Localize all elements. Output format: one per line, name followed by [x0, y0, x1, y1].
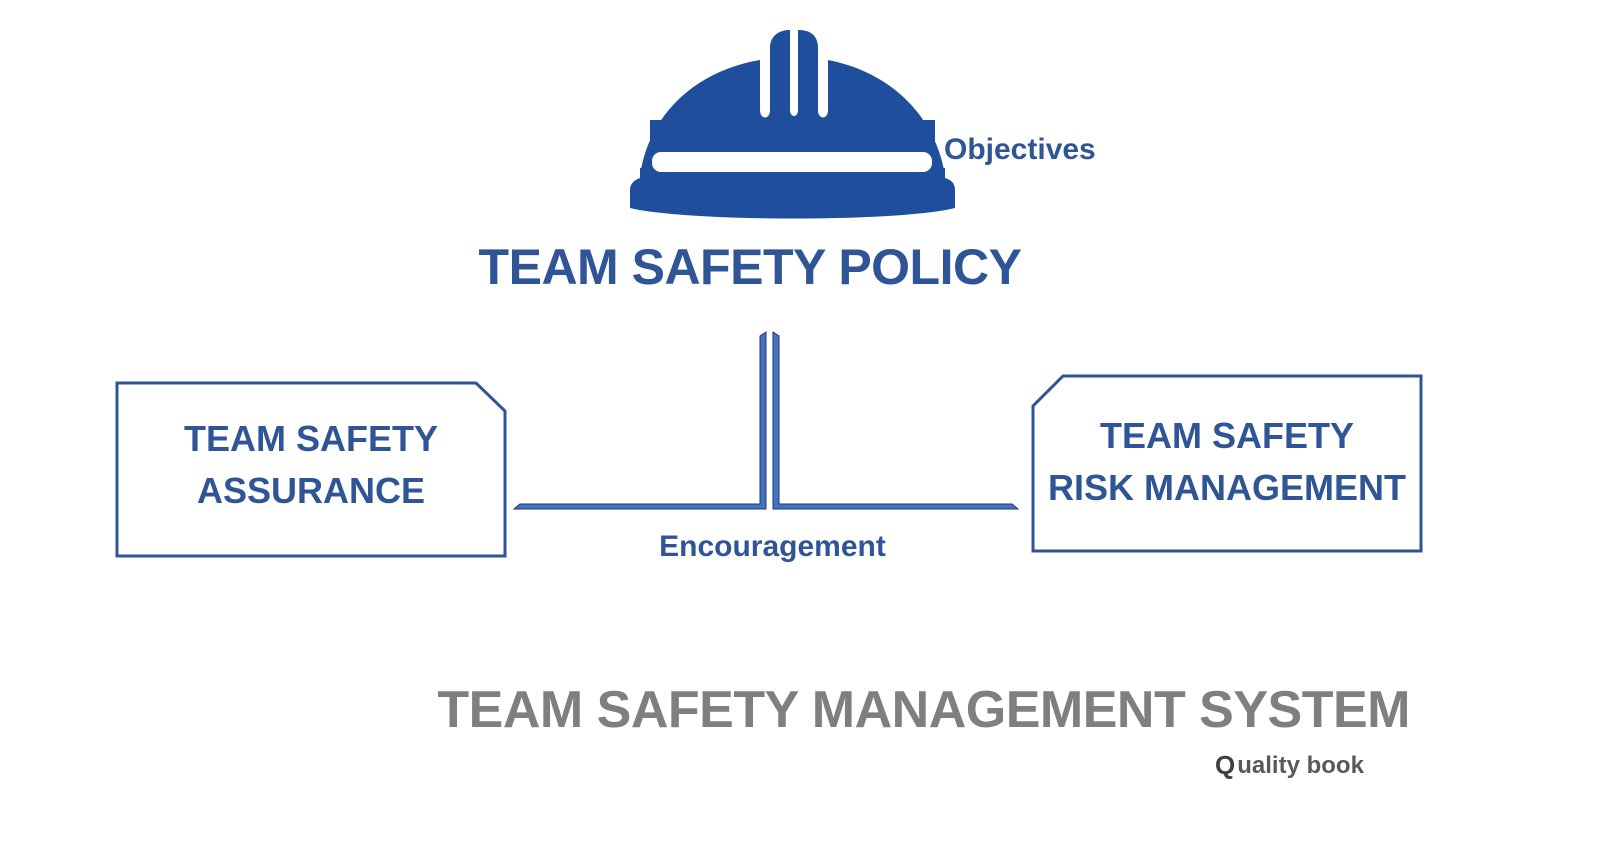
system-title: TEAM SAFETY MANAGEMENT SYSTEM — [437, 681, 1410, 739]
brand-text: uality book — [1237, 751, 1364, 779]
assurance-box: TEAM SAFETY ASSURANCE — [117, 413, 505, 517]
objectives-label: Objectives — [944, 133, 1096, 166]
risk-management-box-line2: RISK MANAGEMENT — [1048, 467, 1406, 508]
policy-title: TEAM SAFETY POLICY — [478, 239, 1022, 295]
brand-q-icon: Q — [1215, 750, 1236, 780]
helmet-stripe — [652, 152, 932, 172]
connector-lines — [512, 331, 1020, 510]
hard-hat-icon — [630, 30, 955, 219]
brand-logo: Q uality book — [1215, 750, 1364, 781]
assurance-box-line1: TEAM SAFETY — [183, 418, 438, 459]
risk-management-box-line1: TEAM SAFETY — [1099, 415, 1354, 456]
risk-management-box: TEAM SAFETY RISK MANAGEMENT — [1033, 410, 1421, 514]
risk-management-box-outline — [1031, 374, 1423, 553]
assurance-box-outline — [115, 381, 507, 558]
encouragement-label: Encouragement — [659, 530, 886, 563]
assurance-box-line2: ASSURANCE — [196, 470, 426, 511]
